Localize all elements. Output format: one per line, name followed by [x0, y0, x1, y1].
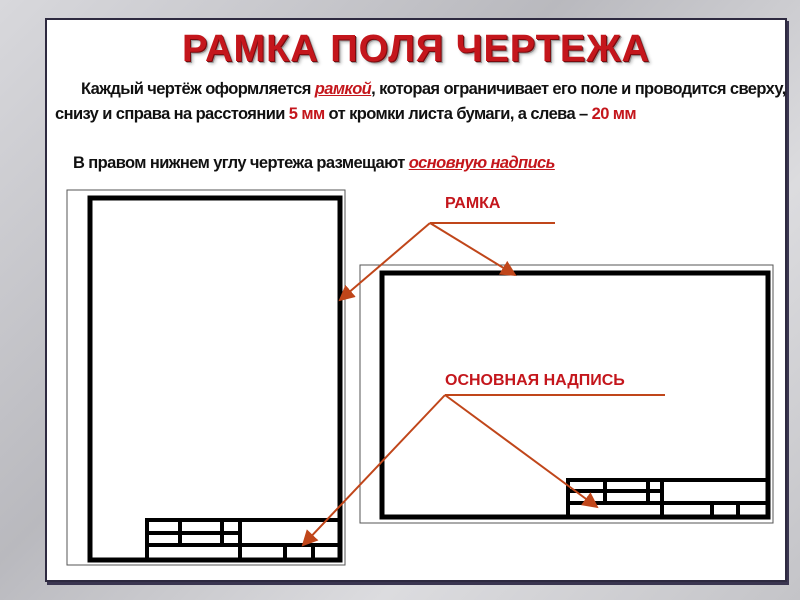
paragraph-frame: Каждый чертёж оформляется рамкой, котора… — [55, 77, 790, 127]
text: В правом нижнем углу чертежа размещают — [73, 154, 409, 172]
text: Каждый чертёж оформляется — [81, 80, 315, 98]
label-frame: РАМКА — [445, 195, 501, 212]
portrait-sheet — [66, 189, 346, 566]
paragraph-title-block: В правом нижнем углу чертежа размещают о… — [55, 151, 790, 176]
slide-title: РАМКА ПОЛЯ ЧЕРТЕЖА — [182, 28, 650, 70]
text: от кромки листа бумаги, а слева – — [324, 105, 592, 123]
term-frame: рамкой — [314, 80, 372, 98]
term-title-block: основную надпись — [408, 154, 556, 172]
text: , которая ограничивает его поле и провод… — [55, 80, 786, 123]
leader-lines — [301, 222, 665, 547]
landscape-title-block — [566, 478, 770, 519]
value-5mm: 5 мм — [288, 105, 325, 123]
value-20mm: 20 мм — [591, 105, 637, 123]
label-title-block: ОСНОВНАЯ НАДПИСЬ — [445, 372, 625, 389]
